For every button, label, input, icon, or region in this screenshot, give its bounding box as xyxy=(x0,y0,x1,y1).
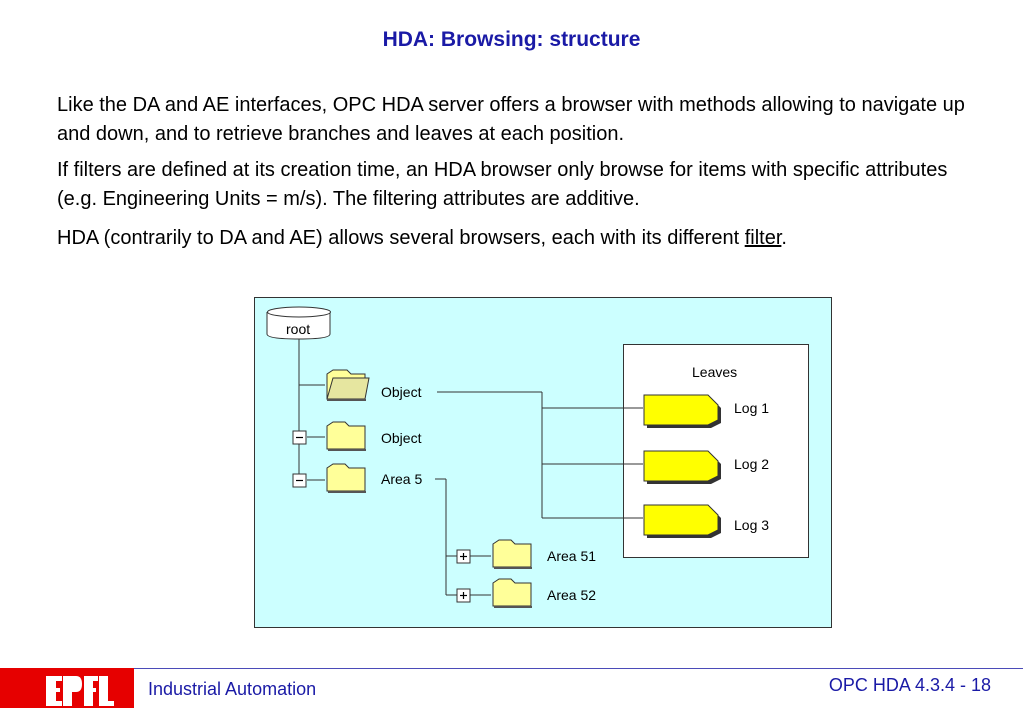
footer-course-title: Industrial Automation xyxy=(148,679,317,699)
open-folder-icon[interactable] xyxy=(326,369,370,401)
log1-tag-icon[interactable] xyxy=(643,394,721,428)
paragraph-browser-methods: Like the DA and AE interfaces, OPC HDA s… xyxy=(57,94,965,145)
browse-structure-diagram: root Leaves Object Object Area 5 Area 51… xyxy=(254,297,832,628)
epfl-logo xyxy=(0,668,134,708)
collapse-area5-icon[interactable] xyxy=(292,473,307,488)
folder-object-icon[interactable] xyxy=(326,421,366,451)
node-area52[interactable]: Area 52 xyxy=(547,587,597,603)
paragraph-several-browsers: HDA (contrarily to DA and AE) allows sev… xyxy=(57,224,992,253)
expand-area51-icon[interactable] xyxy=(456,549,471,564)
filter-link[interactable]: filter xyxy=(744,227,782,249)
folder-area52-icon[interactable] xyxy=(492,578,532,608)
log3-tag-icon[interactable] xyxy=(643,504,721,538)
paragraph-text: HDA (contrarily to DA and AE) allows sev… xyxy=(57,227,745,249)
log3-label[interactable]: Log 3 xyxy=(734,517,770,533)
node-object-2[interactable]: Object xyxy=(381,430,422,446)
epfl-logo-icon xyxy=(46,676,114,706)
root-label: root xyxy=(286,321,311,337)
collapse-object-icon[interactable] xyxy=(292,430,307,445)
leaves-title: Leaves xyxy=(692,364,738,380)
paragraph-filters: If filters are defined at its creation t… xyxy=(57,159,948,210)
log1-label[interactable]: Log 1 xyxy=(734,400,770,416)
footer-divider xyxy=(134,668,1023,669)
page-title: HDA: Browsing: structure xyxy=(382,28,641,51)
root-cylinder-icon xyxy=(266,306,331,340)
folder-area5-icon[interactable] xyxy=(326,463,366,493)
node-area51[interactable]: Area 51 xyxy=(547,548,597,564)
footer-slide-number: OPC HDA 4.3.4 - 18 xyxy=(828,675,991,695)
folder-area51-icon[interactable] xyxy=(492,539,532,569)
expand-area52-icon[interactable] xyxy=(456,588,471,603)
node-area5[interactable]: Area 5 xyxy=(381,471,423,487)
paragraph-end: . xyxy=(781,227,787,249)
node-object-1[interactable]: Object xyxy=(381,384,422,400)
tree-lines xyxy=(266,306,721,608)
log2-label[interactable]: Log 2 xyxy=(734,456,770,472)
log2-tag-icon[interactable] xyxy=(643,450,721,484)
